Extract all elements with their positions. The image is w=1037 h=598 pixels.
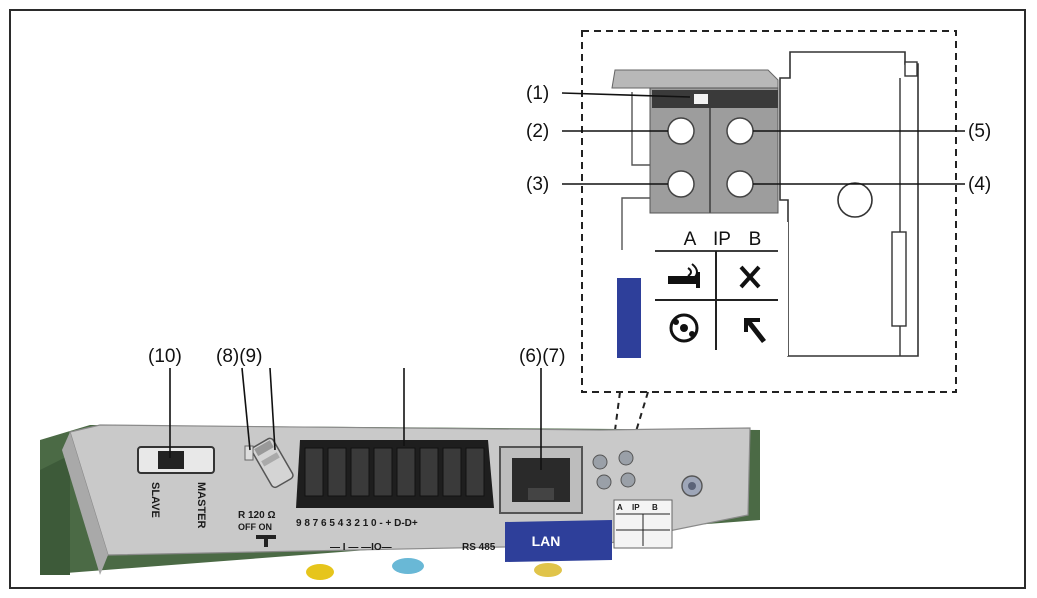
mini-ip-label: IP [632, 503, 640, 512]
callout-2: (2) [526, 121, 549, 142]
ip-label-table: A IP B [641, 222, 788, 356]
detail-inset-border [581, 30, 957, 393]
network-globe-icon [669, 313, 699, 343]
col-ip-label: IP [713, 229, 731, 250]
inset-leader-lines [561, 92, 965, 185]
callout-10: (10) [148, 346, 182, 367]
callout-1: (1) [526, 83, 549, 104]
pins-io-label: — I — —IO— [330, 542, 392, 553]
slave-label: SLAVE [149, 482, 161, 518]
access-point-icon [668, 263, 700, 288]
led-2 [667, 117, 695, 145]
ip-switch-housing [652, 90, 778, 108]
callout-4: (4) [968, 174, 991, 195]
ip-switch-knob[interactable] [694, 94, 708, 104]
detail-wire-2 [621, 197, 650, 250]
callout-8-9: (8)(9) [216, 346, 262, 367]
detail-wire-1 [631, 92, 650, 166]
mini-a-label: A [617, 503, 623, 512]
master-label: MASTER [195, 482, 207, 529]
col-b-label: B [749, 229, 762, 250]
col-a-label: A [684, 229, 697, 250]
close-x-icon [739, 265, 761, 289]
lan-label: LAN [532, 533, 561, 549]
pointer-arrow-icon [744, 318, 766, 343]
detail-housing [779, 51, 919, 357]
board-leader-lines [169, 367, 542, 470]
led-4 [726, 170, 754, 198]
detail-blue-band [617, 278, 641, 358]
callout-6-7: (6)(7) [519, 346, 565, 367]
rs485-label: RS 485 [462, 542, 496, 553]
callout-3: (3) [526, 174, 549, 195]
pins-label: 9 8 7 6 5 4 3 2 1 0 - + D-D+ [296, 518, 418, 529]
led-5 [726, 117, 754, 145]
interface-card: SLAVE MASTER R 120 Ω OFF ON 9 8 7 6 5 4 … [40, 424, 760, 580]
led-3 [667, 170, 695, 198]
callout-5: (5) [968, 121, 991, 142]
resistor-label: R 120 Ω [238, 510, 275, 521]
led-block [611, 69, 779, 214]
off-on-label: OFF ON [238, 522, 272, 532]
mini-b-label: B [652, 503, 658, 512]
